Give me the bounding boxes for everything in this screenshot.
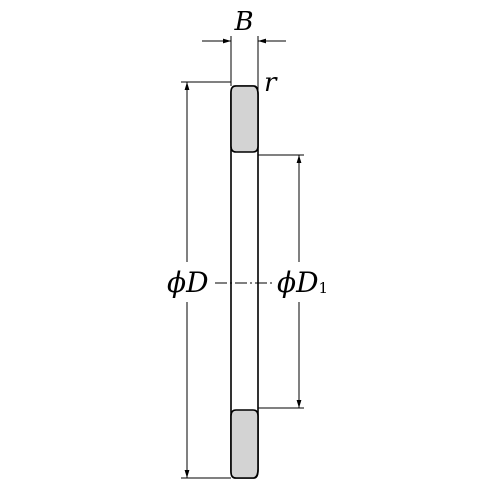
upper-section — [230, 85, 259, 153]
outer-diameter-label: ϕD — [167, 266, 209, 299]
inner-diameter-label: ϕD1 — [277, 266, 328, 299]
width-label: B — [233, 7, 253, 37]
radius-label: r — [264, 68, 278, 98]
lower-section — [230, 409, 259, 479]
